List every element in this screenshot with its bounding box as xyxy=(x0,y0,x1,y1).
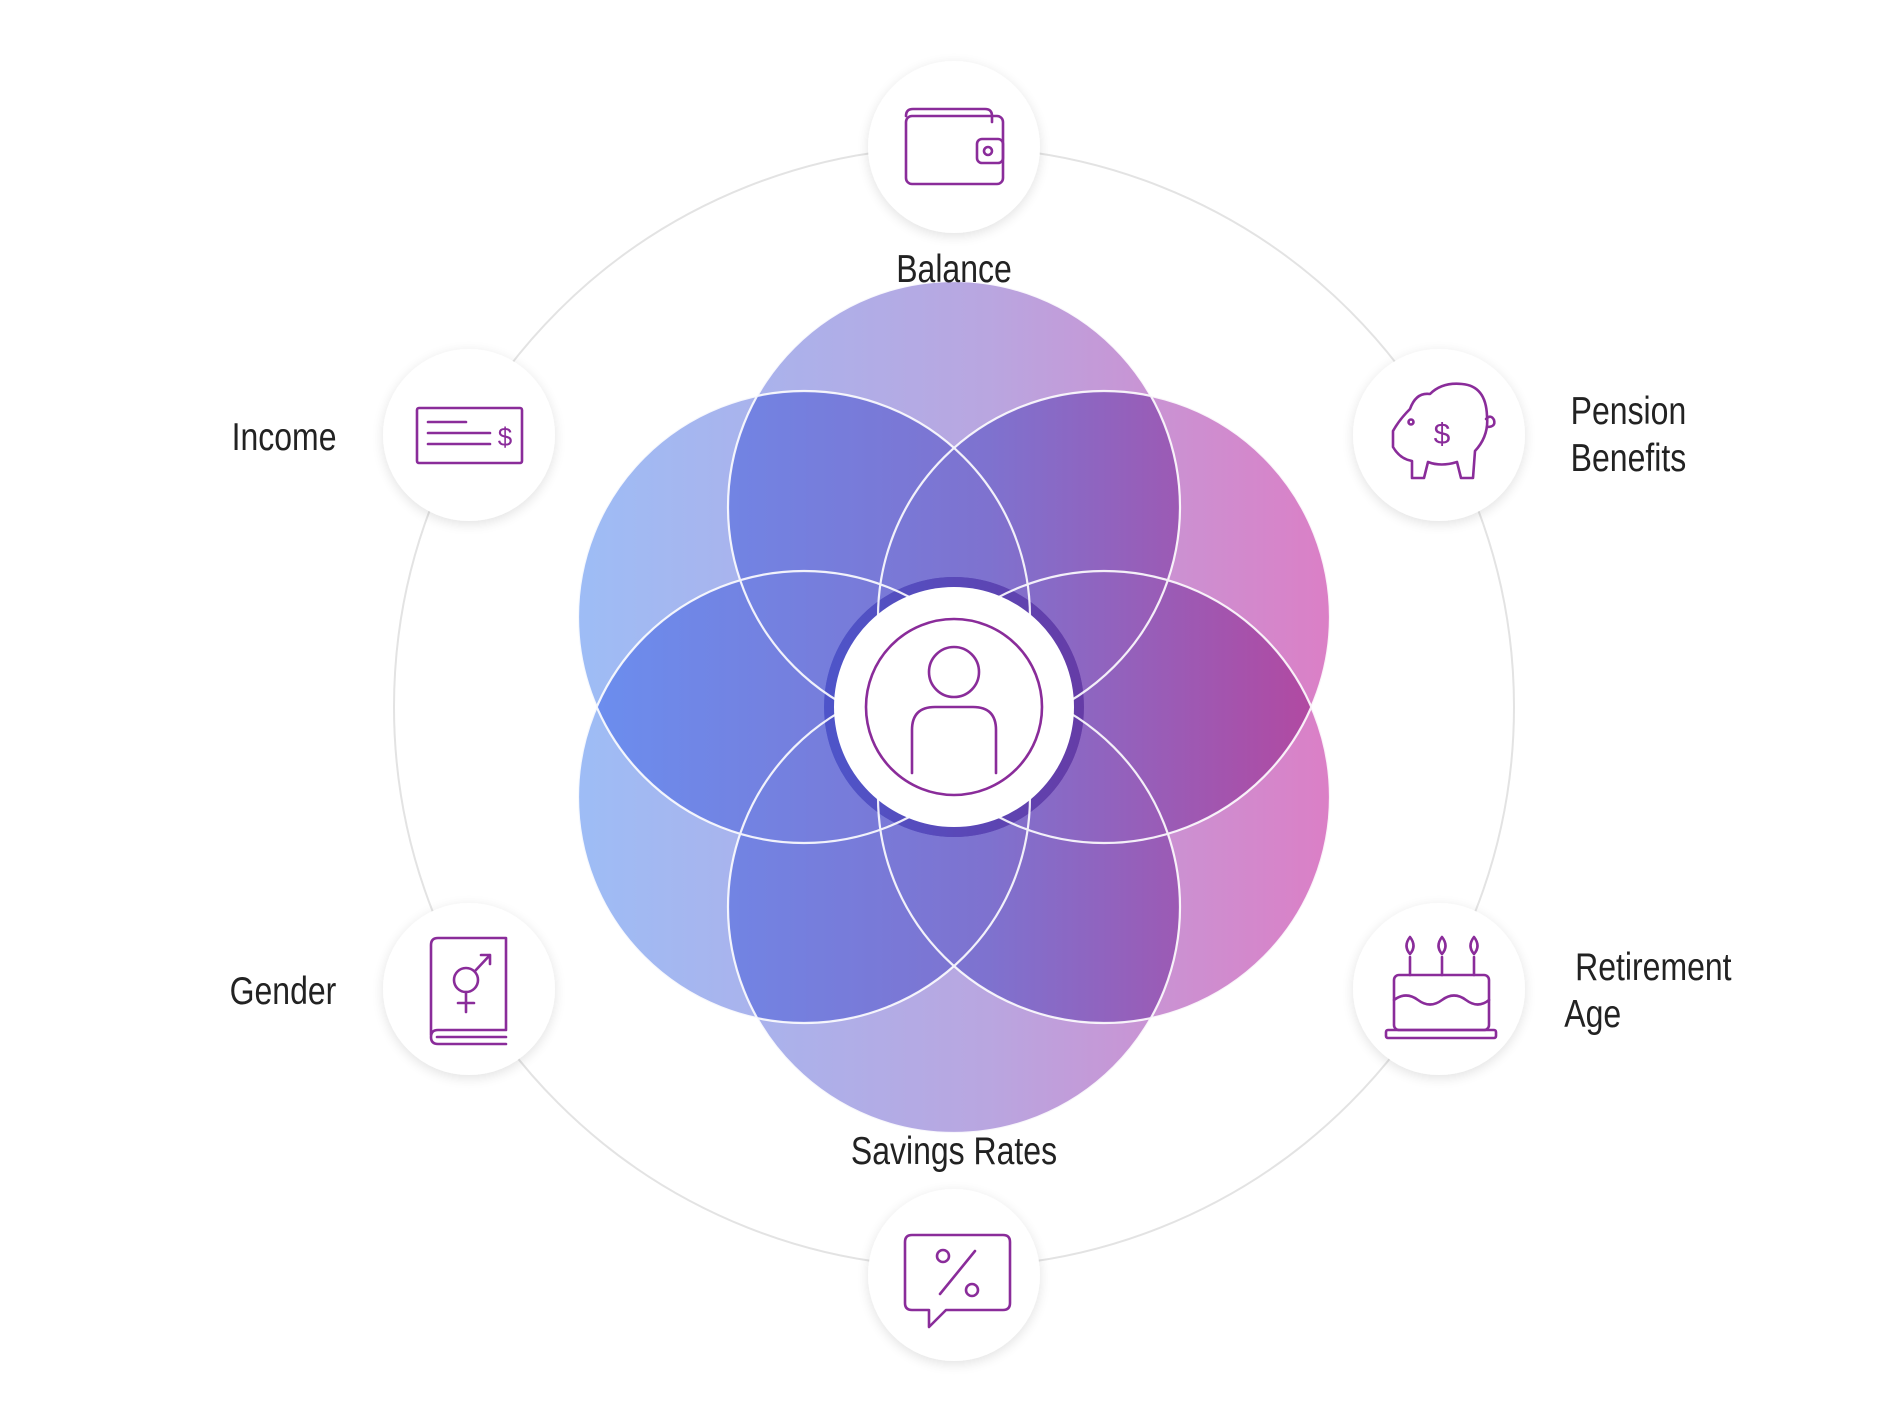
label-retirement-line1: Retirement xyxy=(1575,945,1731,989)
label-pension-line2: Benefits xyxy=(1571,436,1687,480)
label-savings-rates: Savings Rates xyxy=(851,1129,1057,1173)
center-node xyxy=(834,587,1074,827)
birthday-cake-icon xyxy=(1384,935,1498,1040)
label-gender: Gender xyxy=(230,969,337,1013)
wallet-icon xyxy=(904,107,1005,186)
gender-book-icon xyxy=(429,936,508,1046)
node-income: $ Income xyxy=(232,349,555,521)
check-dollar-sign: $ xyxy=(498,422,513,452)
node-balance: Balance xyxy=(868,61,1040,291)
node-savings-rates: Savings Rates xyxy=(851,1129,1057,1361)
label-income: Income xyxy=(232,415,337,459)
label-retirement-line2: Age xyxy=(1564,992,1621,1036)
label-pension-line1: Pension xyxy=(1571,389,1687,433)
piggy-dollar-sign: $ xyxy=(1434,418,1451,451)
piggy-bank-icon xyxy=(1391,382,1496,480)
percent-speech-bubble-icon xyxy=(903,1233,1012,1329)
node-gender: Gender xyxy=(230,903,555,1075)
node-pension-benefits: $ Pension Benefits xyxy=(1353,349,1686,521)
label-balance: Balance xyxy=(896,247,1012,291)
center-ring xyxy=(864,617,1044,797)
paycheck-icon xyxy=(415,406,524,465)
node-retirement-age: Retirement Age xyxy=(1353,903,1732,1075)
person-icon xyxy=(910,645,998,775)
